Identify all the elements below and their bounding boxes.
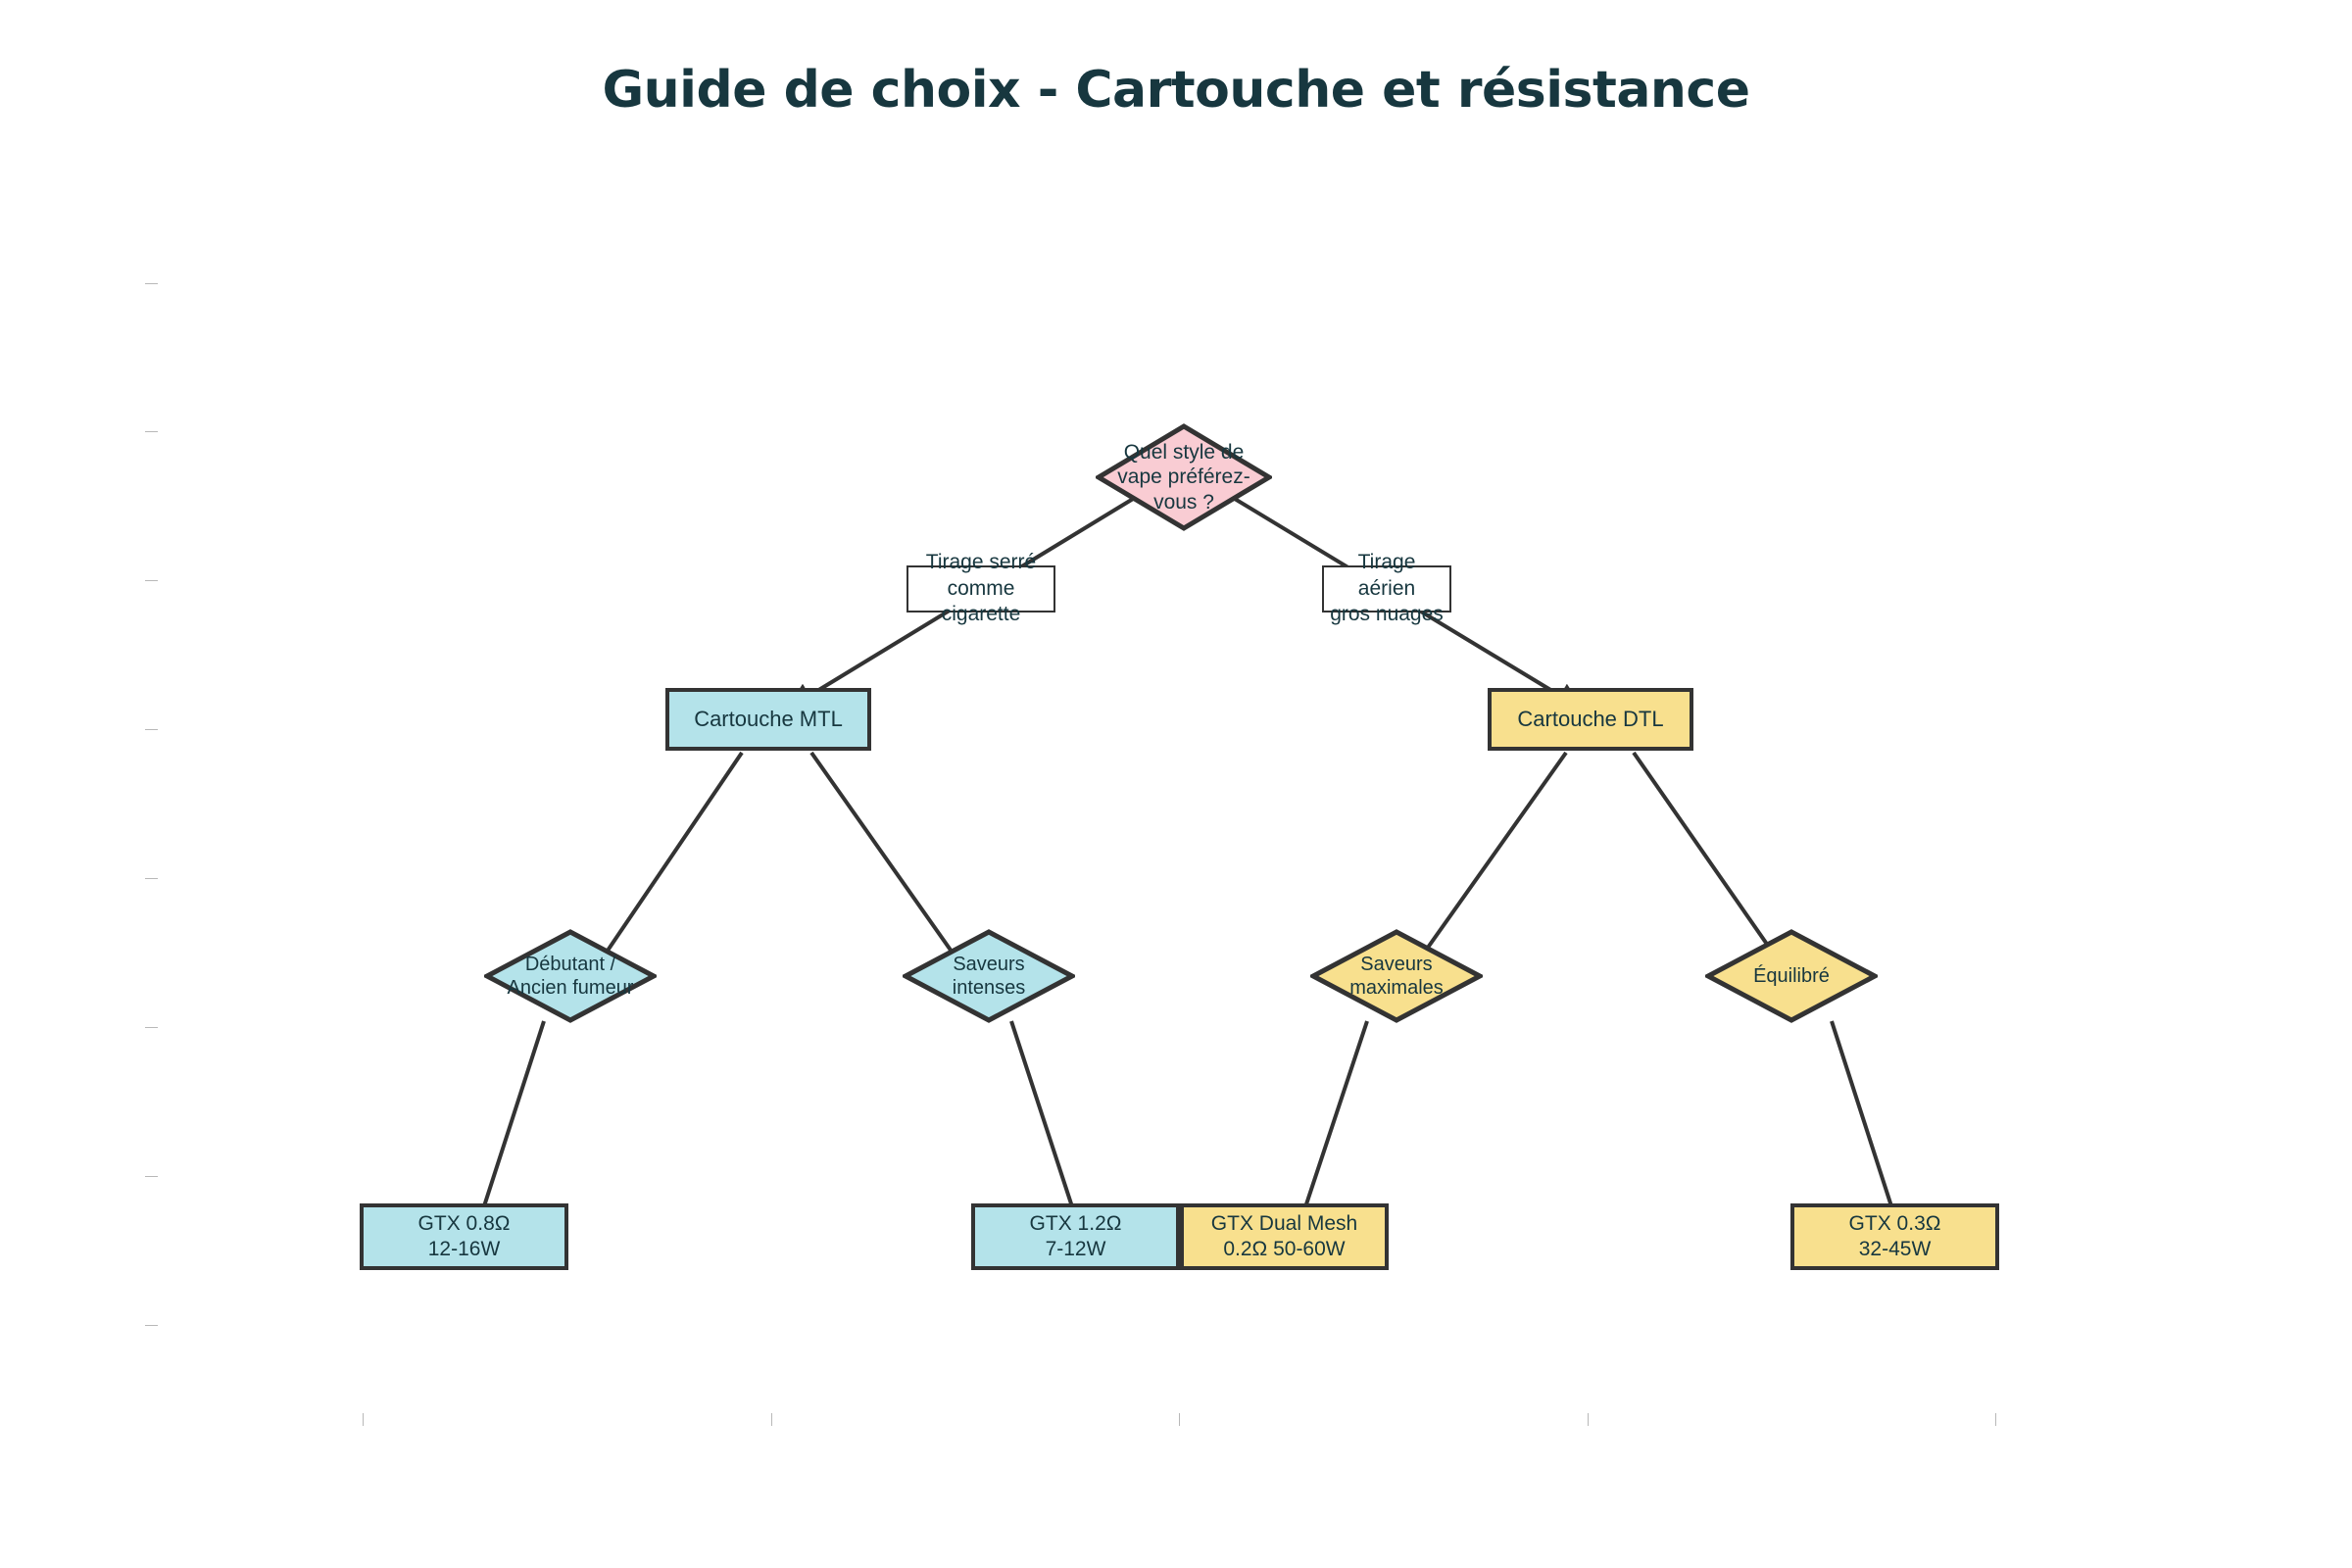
axis-tick-left: [145, 729, 158, 730]
axis-tick-bottom: [1588, 1413, 1589, 1426]
node-root-question[interactable]: Quel style de vape préférez- vous ?: [1096, 423, 1272, 531]
axis-tick-left: [145, 1027, 158, 1028]
axis-tick-left: [145, 1176, 158, 1177]
node-equilibre[interactable]: Équilibré: [1705, 929, 1878, 1023]
node-gtx-03-ohm[interactable]: GTX 0.3Ω 32-45W: [1790, 1203, 1999, 1270]
edge-mtl-to-saveurs-intenses: [809, 751, 971, 979]
axis-tick-bottom: [363, 1413, 364, 1426]
diamond-shape: [1310, 929, 1483, 1023]
diamond-shape: [1705, 929, 1878, 1023]
axis-tick-bottom: [771, 1413, 772, 1426]
edge-dtl-to-saveurs-maximales: [1405, 751, 1568, 979]
edge-label-right: Tirage aérien gros nuages: [1322, 551, 1451, 625]
page-title: Guide de choix - Cartouche et résistance: [602, 61, 1750, 120]
node-saveurs-intenses[interactable]: Saveurs intenses: [903, 929, 1075, 1023]
axis-tick-bottom: [1995, 1413, 1996, 1426]
axis-tick-left: [145, 580, 158, 581]
node-gtx-08-ohm[interactable]: GTX 0.8Ω 12-16W: [360, 1203, 568, 1270]
node-cartouche-dtl[interactable]: Cartouche DTL: [1488, 688, 1693, 751]
diamond-shape: [903, 929, 1075, 1023]
node-gtx-12-ohm[interactable]: GTX 1.2Ω 7-12W: [971, 1203, 1180, 1270]
edge-mtl-to-debutant: [588, 751, 744, 979]
node-gtx-dual-mesh[interactable]: GTX Dual Mesh 0.2Ω 50-60W: [1180, 1203, 1389, 1270]
node-cartouche-mtl[interactable]: Cartouche MTL: [665, 688, 871, 751]
diamond-shape: [1096, 423, 1272, 531]
axis-tick-left: [145, 431, 158, 432]
diamond-shape: [484, 929, 657, 1023]
node-debutant-ancien-fumeur[interactable]: Débutant / Ancien fumeur: [484, 929, 657, 1023]
axis-tick-left: [145, 283, 158, 284]
axis-tick-left: [145, 878, 158, 879]
axis-tick-bottom: [1179, 1413, 1180, 1426]
axis-tick-left: [145, 1325, 158, 1326]
node-saveurs-maximales[interactable]: Saveurs maximales: [1310, 929, 1483, 1023]
edge-label-left: Tirage serré comme cigarette: [906, 551, 1055, 625]
edge-dtl-to-equilibre: [1632, 751, 1791, 979]
